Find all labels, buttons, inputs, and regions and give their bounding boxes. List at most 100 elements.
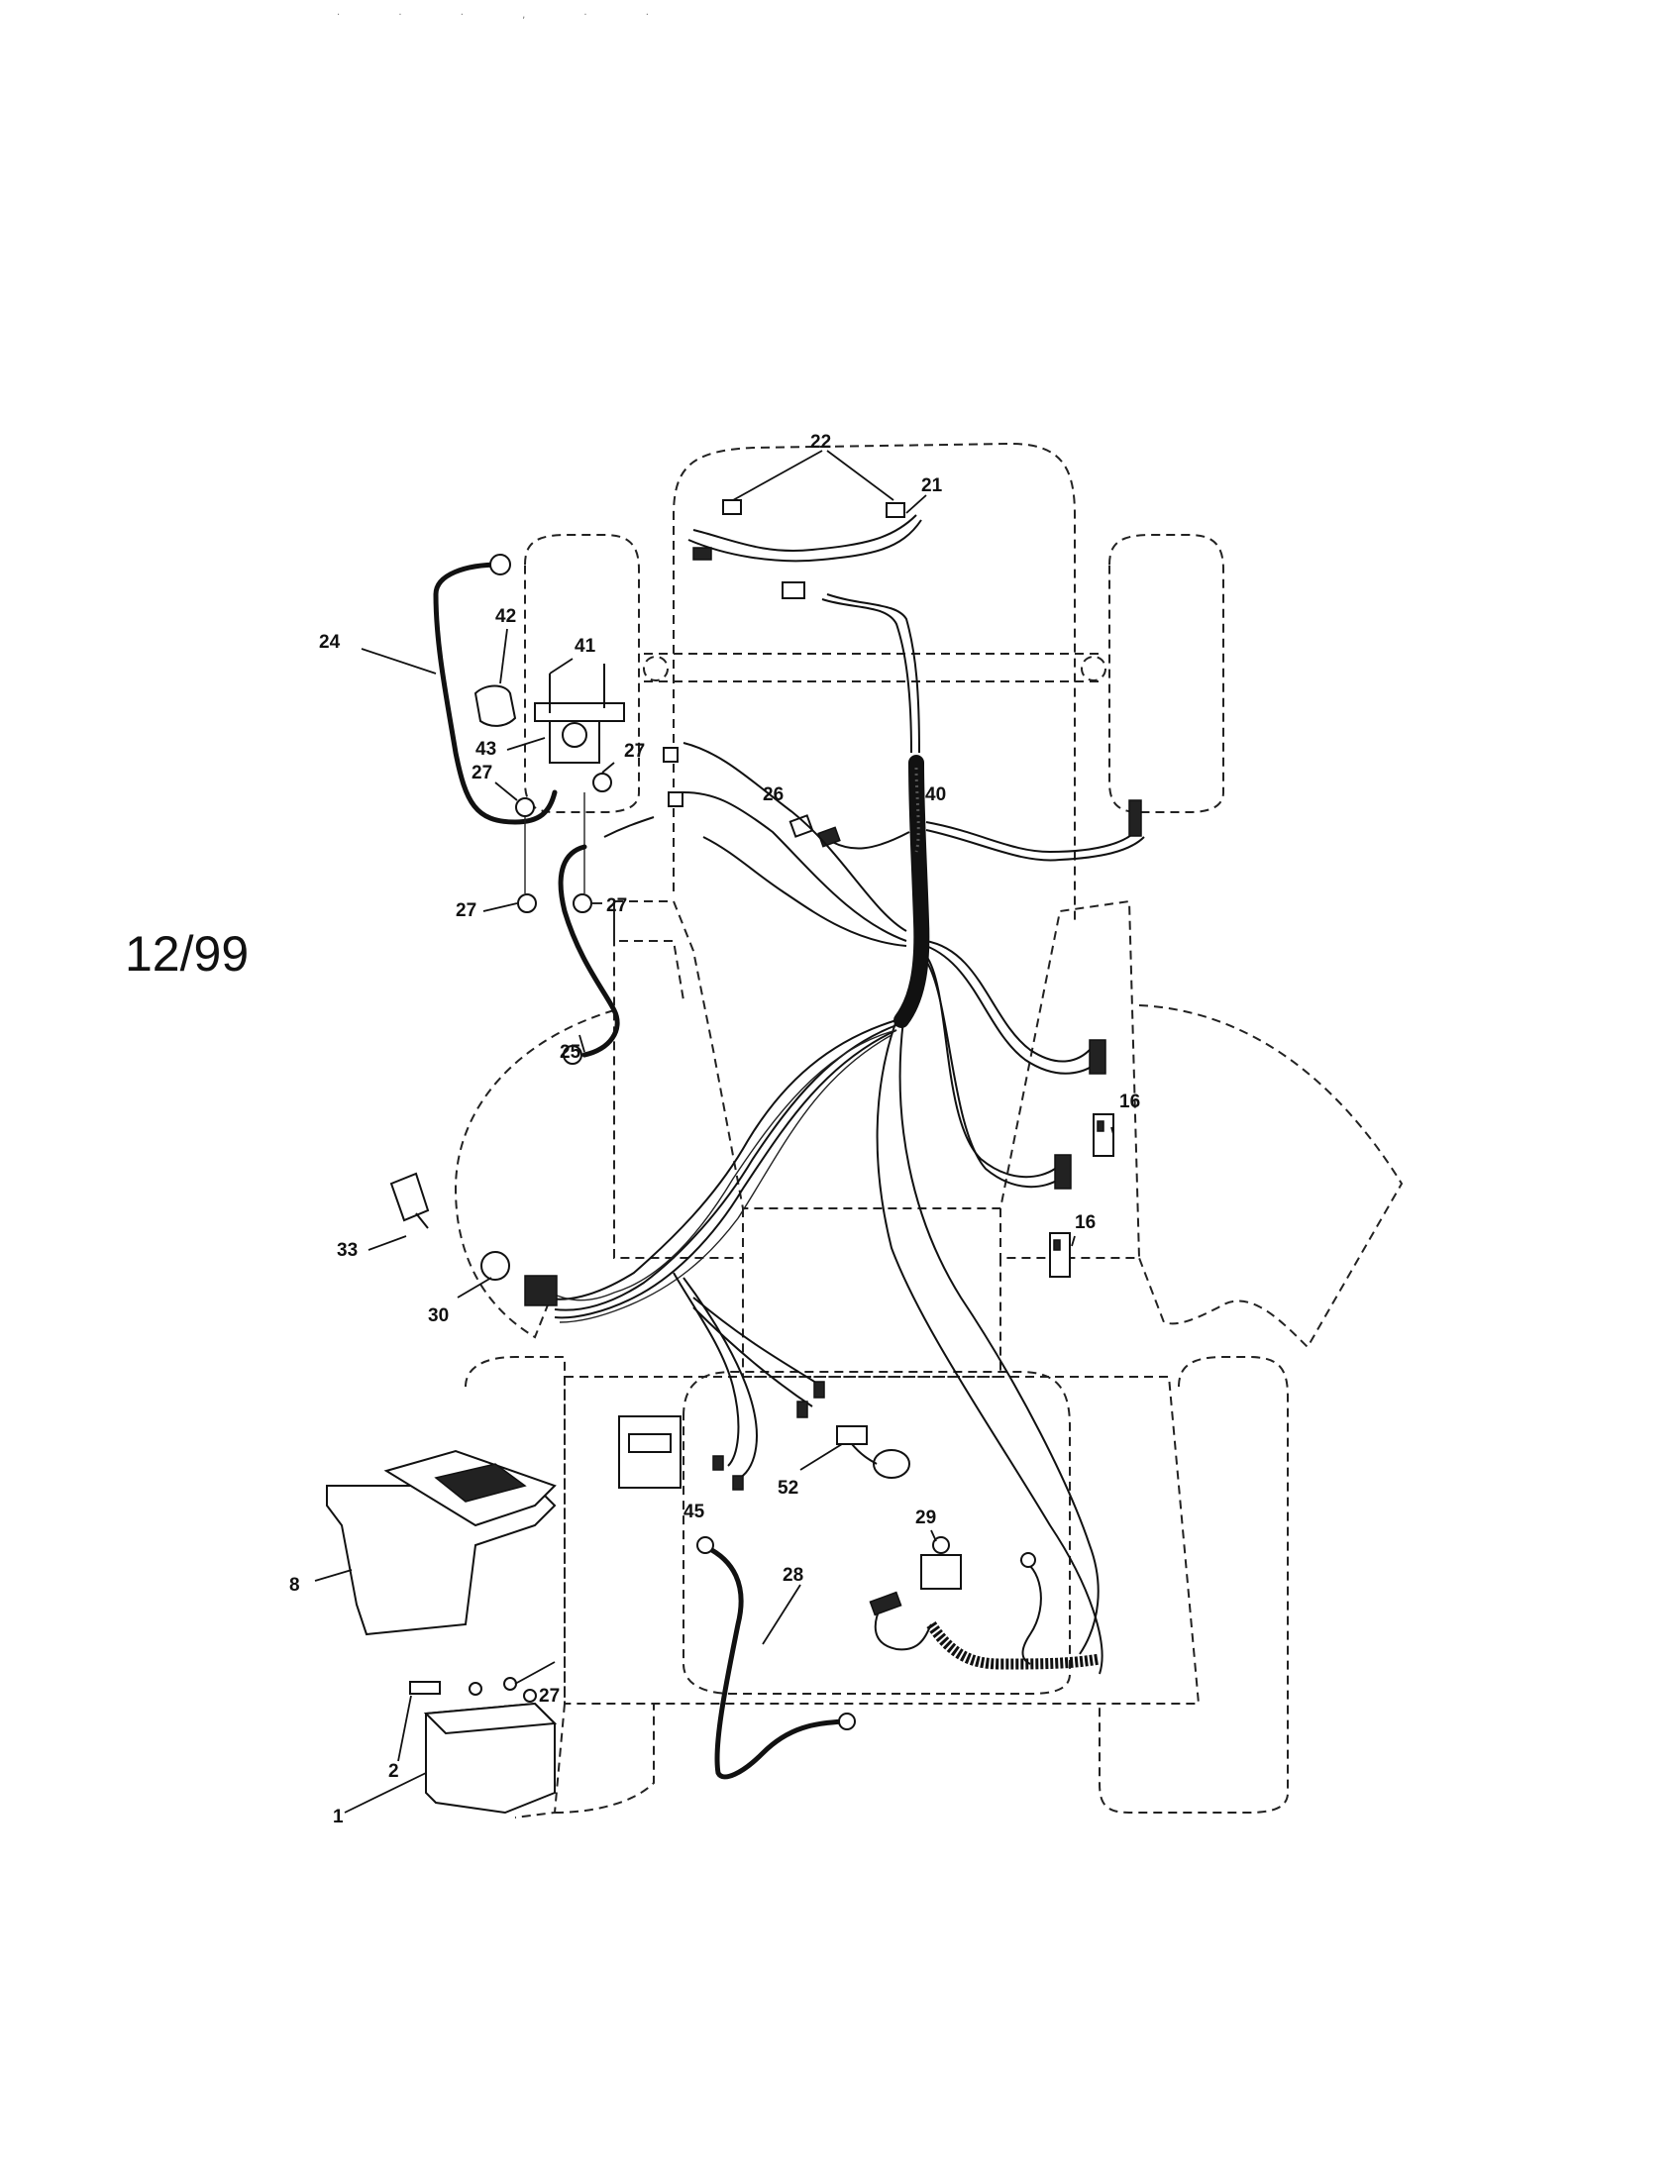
callout-45: 45 bbox=[683, 1502, 705, 1522]
cable-25-ring-terminal bbox=[563, 1045, 582, 1065]
leader-22-right bbox=[826, 450, 894, 501]
seat-switch-plunger bbox=[932, 1536, 950, 1554]
nut-27a bbox=[515, 797, 535, 817]
rear-plug-a bbox=[813, 1381, 825, 1399]
rear-lead-connector-wire bbox=[874, 1604, 932, 1651]
leader-16a bbox=[1110, 1126, 1114, 1135]
callout-16b: 16 bbox=[1075, 1212, 1096, 1233]
date-note: 12/99 bbox=[125, 926, 250, 982]
hourmeter-plug-b bbox=[732, 1475, 744, 1491]
right-connector-plug bbox=[1128, 799, 1142, 837]
harness-to-hourmeter-2 bbox=[682, 1277, 758, 1482]
callout-8: 8 bbox=[289, 1575, 300, 1596]
callout-30: 30 bbox=[428, 1305, 449, 1326]
nut-27c bbox=[517, 893, 537, 913]
headlight-bulb-left bbox=[722, 499, 742, 515]
rear-left-wheel bbox=[465, 1356, 566, 1819]
leader-27b bbox=[494, 781, 518, 801]
coiled-rear-lead bbox=[926, 1620, 1101, 1670]
leader-21 bbox=[905, 494, 927, 514]
harness-to-rear-2 bbox=[898, 1019, 1100, 1655]
front-right-axle bbox=[1081, 656, 1106, 681]
harness-to-right-connector-b bbox=[925, 829, 1145, 862]
rear-ground-ring bbox=[1020, 1552, 1036, 1568]
battery-tray-grille bbox=[434, 1463, 527, 1503]
seat-outline bbox=[682, 1371, 1071, 1695]
rear-plug-b bbox=[796, 1401, 808, 1418]
cable-24-ring-terminal bbox=[489, 554, 511, 575]
leader-29 bbox=[930, 1529, 937, 1542]
leader-8 bbox=[314, 1569, 353, 1582]
solenoid-small-leads bbox=[603, 816, 655, 838]
key-shaft bbox=[415, 1212, 429, 1229]
callout-21: 21 bbox=[921, 475, 943, 496]
leader-52 bbox=[799, 1443, 843, 1471]
mower-deck-right bbox=[1138, 1004, 1404, 1349]
fuse-holder-52 bbox=[836, 1425, 868, 1445]
leader-24 bbox=[361, 648, 437, 675]
callout-2: 2 bbox=[388, 1761, 399, 1782]
battery-post-positive bbox=[523, 1689, 537, 1703]
harness-to-solenoid-2 bbox=[682, 791, 907, 942]
frame-mid bbox=[613, 1208, 1001, 1258]
callout-40: 40 bbox=[925, 784, 946, 805]
rear-left-fender bbox=[554, 1704, 655, 1814]
callout-29: 29 bbox=[915, 1508, 936, 1528]
seat-switch-plug-lower bbox=[1054, 1154, 1072, 1190]
leader-28 bbox=[762, 1584, 801, 1645]
harness-to-ignition-2 bbox=[554, 1024, 897, 1311]
battery-ground-cable-28 bbox=[703, 1544, 845, 1780]
hour-meter-display bbox=[628, 1433, 672, 1453]
battery-bolt-2 bbox=[409, 1681, 441, 1695]
callout-33: 33 bbox=[337, 1240, 358, 1261]
fuse-lead bbox=[851, 1443, 878, 1465]
harness-to-seat-switch-4 bbox=[925, 960, 1061, 1189]
solenoid-top-cap bbox=[562, 722, 587, 748]
tractor-outline bbox=[454, 442, 1404, 1819]
callout-27d: 27 bbox=[606, 895, 627, 916]
callout-24: 24 bbox=[319, 632, 341, 653]
leader-22-left bbox=[732, 450, 823, 501]
solenoid-group bbox=[433, 554, 655, 1065]
cable-28-ring-top bbox=[696, 1536, 714, 1554]
leader-42 bbox=[499, 628, 508, 684]
nut-27b bbox=[592, 773, 612, 792]
hood-crossbar bbox=[644, 653, 1100, 682]
hood-outline bbox=[673, 442, 1076, 921]
leader-30 bbox=[457, 1277, 492, 1299]
harness-to-ignition-3 bbox=[554, 1029, 897, 1319]
callout-52: 52 bbox=[778, 1478, 798, 1499]
battery-nut-27 bbox=[503, 1677, 517, 1691]
callout-43: 43 bbox=[475, 739, 496, 760]
front-left-axle bbox=[643, 656, 669, 681]
harness-to-hourmeter bbox=[673, 1272, 740, 1467]
harness-plug-upper bbox=[782, 581, 805, 599]
leader-33 bbox=[368, 1235, 407, 1251]
fuse-holder-cap bbox=[873, 1449, 910, 1479]
battery-tray-8 bbox=[326, 1485, 557, 1636]
terminal-boot-42 bbox=[473, 684, 517, 727]
harness-to-ignition-4 bbox=[549, 1029, 897, 1301]
harness-to-rear-plugs-b bbox=[692, 1306, 813, 1407]
leader-lines bbox=[314, 450, 1114, 1814]
callout-27c: 27 bbox=[456, 900, 476, 921]
callout-42: 42 bbox=[495, 606, 516, 627]
harness-loom-sleeve bbox=[893, 755, 930, 1028]
harness-to-solenoid-3 bbox=[702, 836, 907, 947]
solenoid-terminal-clip bbox=[663, 747, 679, 763]
harness-to-seat-switch-1 bbox=[925, 940, 1091, 1063]
callout-41: 41 bbox=[575, 636, 596, 657]
leader-40 bbox=[910, 811, 917, 823]
leader-1 bbox=[344, 1772, 427, 1814]
hood-bracket bbox=[613, 901, 684, 1001]
switch-16a-terminal bbox=[1097, 1120, 1104, 1132]
headlight-wire-2 bbox=[687, 519, 922, 563]
headlight-connector bbox=[692, 547, 712, 561]
battery-top bbox=[423, 1702, 558, 1735]
headlight-wire-1 bbox=[692, 514, 917, 552]
switch-16b-terminal bbox=[1053, 1239, 1061, 1251]
main-wire-harness bbox=[544, 499, 1145, 1675]
callout-28: 28 bbox=[783, 1565, 803, 1586]
leader-2 bbox=[397, 1695, 412, 1762]
